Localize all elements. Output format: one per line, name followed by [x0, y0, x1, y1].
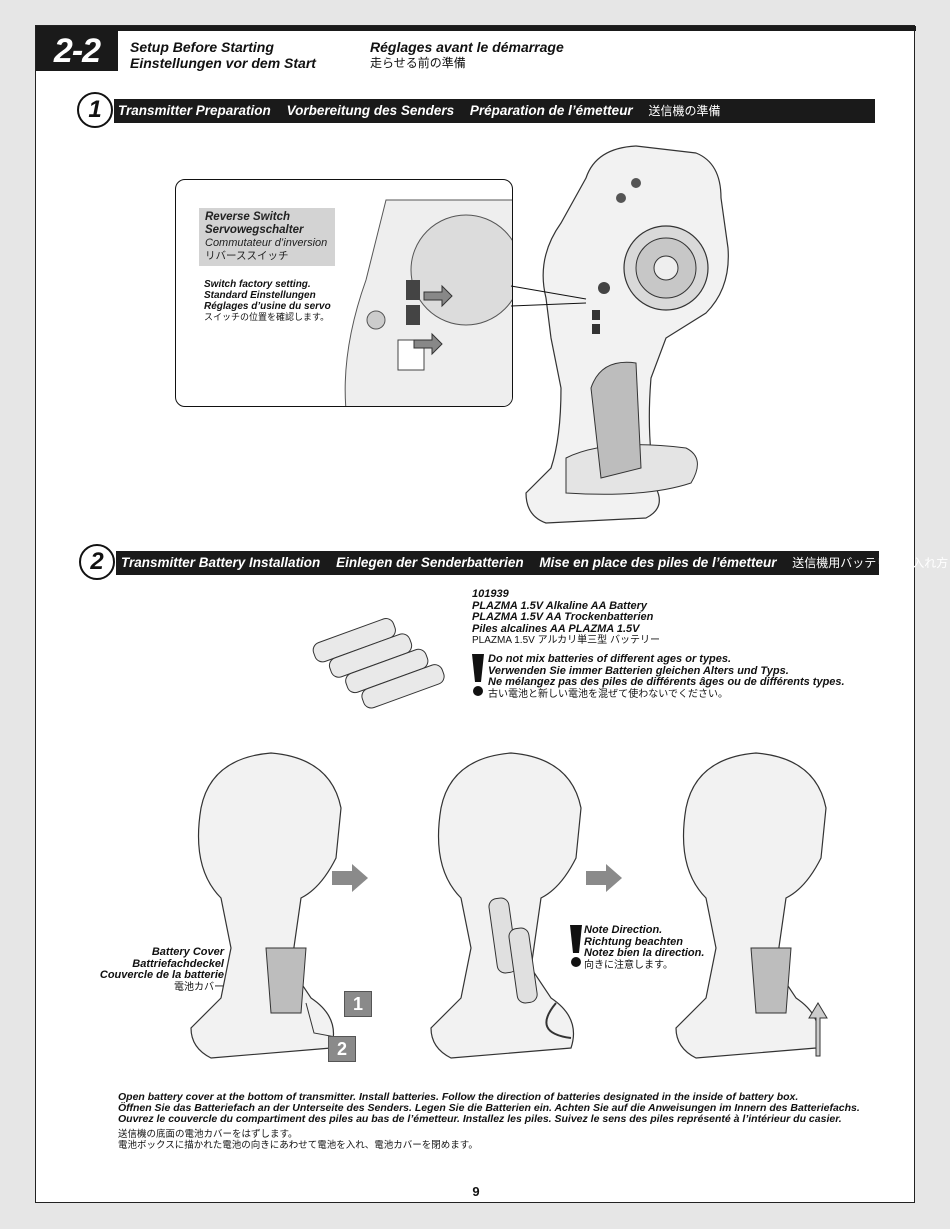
next-step-arrow-2 [586, 864, 622, 892]
instructions-jp2: 電池ボックスに描かれた電池の向きにあわせて電池を入れ、電池カバーを閉めます。 [118, 1140, 478, 1151]
note-direction: Note Direction. Richtung beachten Notez … [584, 924, 705, 971]
step1-title-jp: 送信機の準備 [648, 104, 721, 118]
battery-fr: Piles alcalines AA PLAZMA 1.5V [472, 622, 640, 635]
step2-title-jp: 送信機用バッテリーの入れ方 [792, 556, 949, 570]
note-direction-fr: Notez bien la direction. [584, 947, 705, 959]
instructions-fr: Ouvrez le couvercle du compartiment des … [118, 1113, 842, 1125]
warning-en: Do not mix batteries of different ages o… [488, 653, 732, 665]
transmitter-illustration [525, 145, 729, 524]
switch-note-de: Standard Einstellungen [204, 290, 316, 301]
battery-part-number: 101939 [472, 588, 509, 600]
note-direction-jp: 向きに注意します。 [584, 959, 673, 971]
section-number: 2-2 [36, 31, 118, 71]
reverse-switch-fr: Commutateur d’inversion [205, 237, 328, 249]
transmitter-step3-illustration [675, 752, 828, 1059]
battery-jp: PLAZMA 1.5V アルカリ単三型 バッテリー [472, 635, 660, 646]
step1-title-fr: Préparation de l’émetteur [469, 103, 633, 118]
page-number: 9 [472, 1184, 480, 1199]
reverse-switch-en: Reverse Switch [205, 211, 291, 223]
battery-warning: Do not mix batteries of different ages o… [488, 653, 845, 700]
switch-note-en: Switch factory setting. [204, 279, 311, 290]
step2-title-fr: Mise en place des piles de l’émetteur [539, 555, 777, 570]
reverse-switch-jp: リバーススイッチ [205, 250, 289, 262]
instructions-jp1: 送信機の底面の電池カバーをはずします。 [118, 1129, 298, 1140]
step2-title-en: Transmitter Battery Installation [121, 555, 321, 570]
step-badge-2: 2 [328, 1036, 356, 1062]
instructions: Open battery cover at the bottom of tran… [118, 1091, 860, 1152]
switch-note-jp: スイッチの位置を確認します。 [204, 312, 330, 322]
next-step-arrow-1 [332, 864, 368, 892]
battery-cover-fr: Couvercle de la batterie [99, 969, 224, 981]
manual-page: 2-2 Setup Before Starting Einstellungen … [35, 25, 948, 1203]
note-direction-de: Richtung beachten [584, 935, 684, 948]
warning-icon [472, 654, 484, 696]
battery-cover-en: Battery Cover [151, 946, 224, 958]
battery-cover-de: Battriefachdeckel [132, 957, 224, 970]
note-warning-icon [570, 925, 582, 967]
transmitter-step2-illustration [430, 752, 582, 1059]
step2-number: 2 [79, 544, 115, 580]
switch-note-fr: Réglages d’usine du servo [204, 301, 331, 312]
switch-factory-note: Switch factory setting. Standard Einstel… [204, 279, 331, 323]
header-left: Setup Before Starting Einstellungen vor … [130, 39, 316, 71]
step1-number: 1 [77, 92, 113, 128]
warning-fr: Ne mélangez pas des piles de différents … [488, 676, 845, 688]
battery-cover-label: Battery Cover Battriefachdeckel Couvercl… [99, 946, 224, 993]
warning-jp: 古い電池と新しい電池を混ぜて使わないでください。 [488, 688, 728, 700]
switch-closeup [344, 199, 512, 406]
step-badge-1: 1 [344, 991, 372, 1017]
battery-en: PLAZMA 1.5V Alkaline AA Battery [472, 599, 648, 612]
instructions-de: Öffnen Sie das Batteriefach an der Unter… [118, 1102, 860, 1114]
transmitter-step1-illustration [190, 752, 342, 1059]
battery-cover-jp: 電池カバー [174, 981, 224, 993]
step1-title-en: Transmitter Preparation [118, 103, 271, 118]
title-de: Einstellungen vor dem Start [130, 55, 316, 71]
step2-title-de: Einlegen der Senderbatterien [336, 555, 524, 570]
warning-de: Verwenden Sie immer Batterien gleichen A… [488, 664, 789, 677]
batteries-illustration [312, 618, 445, 709]
reverse-switch-label: Reverse Switch Servowegschalter Commutat… [199, 208, 335, 266]
top-rule [36, 26, 916, 31]
battery-info: 101939 PLAZMA 1.5V Alkaline AA Battery P… [472, 588, 660, 647]
title-en: Setup Before Starting [130, 39, 274, 55]
note-direction-en: Note Direction. [584, 924, 663, 936]
header-right: Réglages avant le démarrage 走らせる前の準備 [370, 39, 564, 71]
title-fr: Réglages avant le démarrage [370, 39, 564, 55]
title-jp: 走らせる前の準備 [370, 56, 466, 70]
step1-title-de: Vorbereitung des Senders [286, 103, 455, 118]
battery-de: PLAZMA 1.5V AA Trockenbatterien [472, 611, 654, 623]
callout-pointer [510, 285, 587, 307]
instructions-en: Open battery cover at the bottom of tran… [118, 1091, 799, 1103]
step1-bar: Transmitter Preparation Vorbereitung des… [114, 99, 875, 123]
reverse-switch-de: Servowegschalter [205, 224, 304, 236]
step2-bar: Transmitter Battery Installation Einlege… [116, 551, 948, 575]
